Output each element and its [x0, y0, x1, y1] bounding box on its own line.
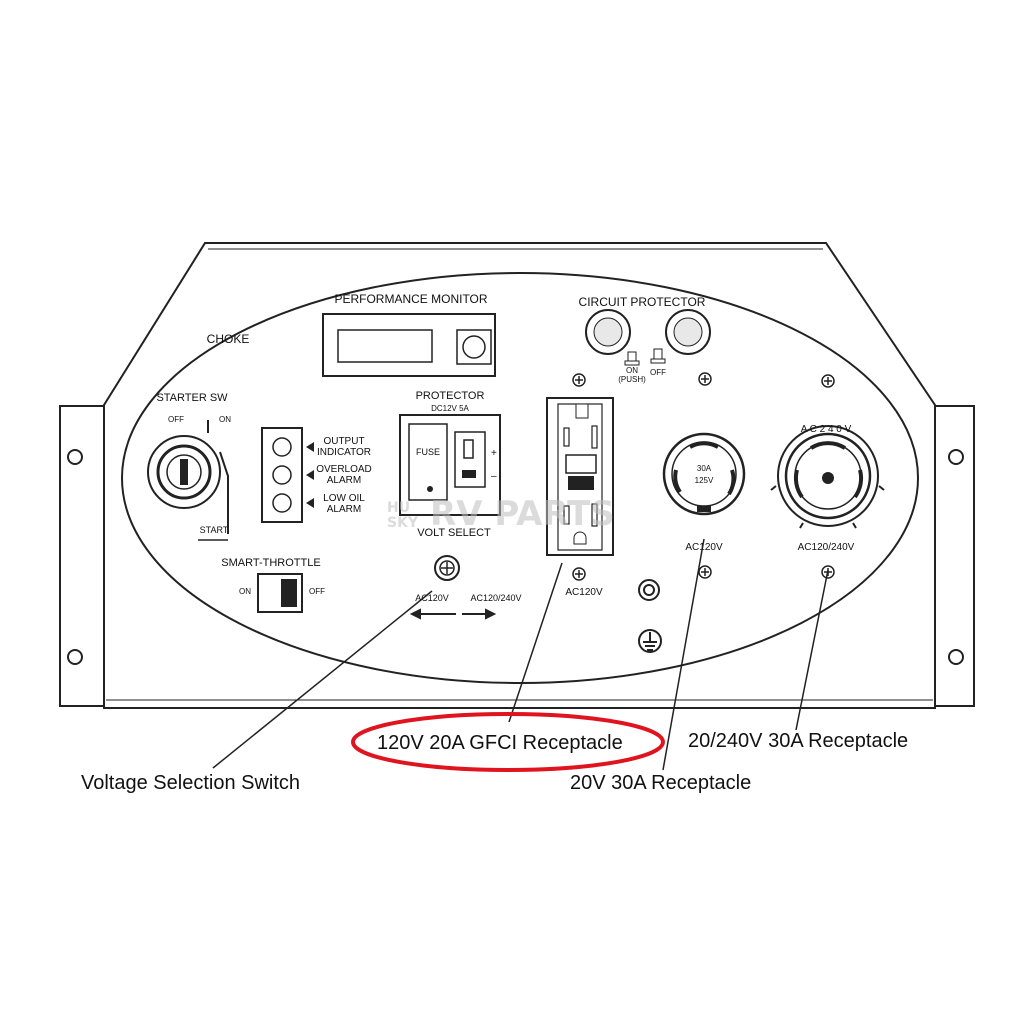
- starter-start-label: START: [200, 525, 229, 535]
- volt-select-ac120-label: AC120V: [415, 593, 449, 603]
- breaker-on-label: ON: [626, 366, 638, 375]
- svg-text:–: –: [491, 471, 497, 482]
- watermark-sky: SKY: [387, 515, 419, 531]
- breaker-on-icon: [624, 351, 640, 366]
- volt-select-label: VOLT SELECT: [417, 527, 491, 539]
- screw-icons: [572, 372, 835, 581]
- output-indicator-label-2: INDICATOR: [317, 447, 371, 458]
- starter-switch-label: STARTER SW: [156, 392, 228, 404]
- volt-select-arrows: [409, 608, 497, 620]
- callout-leader-lines: [212, 538, 829, 771]
- twistlock-ac120-240-label: AC120/240V: [798, 542, 855, 553]
- watermark-rv-parts: RV PARTS: [430, 494, 615, 534]
- starter-on-label: ON: [219, 415, 231, 424]
- gfci-highlight-oval: [351, 712, 665, 772]
- panel-oval-face: [121, 272, 919, 684]
- breaker-off-icon: [650, 348, 666, 364]
- smart-throttle-label: SMART-THROTTLE: [221, 557, 320, 569]
- svg-text:+: +: [491, 448, 497, 459]
- overload-alarm-label-1: OVERLOAD: [316, 464, 372, 475]
- overload-alarm-light: [272, 465, 314, 485]
- starter-off-label: OFF: [168, 415, 184, 424]
- voltage-selection-switch-callout: Voltage Selection Switch: [81, 772, 300, 794]
- smart-throttle-switch[interactable]: [257, 573, 303, 613]
- twistlock-120-240v-30a-receptacle[interactable]: [770, 425, 885, 529]
- low-oil-alarm-light: [272, 493, 314, 513]
- ac240v-ring-label: A C 2 4 0 V: [801, 424, 852, 435]
- watermark-hu: HU: [387, 500, 410, 516]
- output-indicator-light: [272, 437, 314, 457]
- low-oil-alarm-label-1: LOW OIL: [323, 493, 365, 504]
- ground-icon: [638, 629, 662, 653]
- circuit-protector-label: CIRCUIT PROTECTOR: [579, 295, 706, 309]
- protector-label: PROTECTOR: [416, 390, 485, 402]
- fuse-label: FUSE: [416, 447, 440, 457]
- receptacle-120v-30a-callout: 20V 30A Receptacle: [570, 772, 751, 794]
- left-mounting-bracket: [59, 405, 107, 707]
- voltage-selector-switch[interactable]: [434, 555, 460, 581]
- protector-spec-label: DC12V 5A: [431, 404, 469, 413]
- breaker-push-label: (PUSH): [618, 375, 646, 384]
- performance-monitor-display: [337, 329, 433, 363]
- circuit-breaker-button-2[interactable]: [665, 309, 711, 355]
- twistlock-125v-label: 125V: [695, 476, 714, 485]
- choke-label: CHOKE: [207, 332, 250, 346]
- gfci-receptacle[interactable]: [546, 397, 614, 556]
- output-indicator-label-1: OUTPUT: [323, 436, 364, 447]
- low-oil-alarm-label-2: ALARM: [327, 504, 361, 515]
- overload-alarm-label-2: ALARM: [327, 475, 361, 486]
- right-mounting-bracket: [929, 405, 975, 707]
- performance-monitor-label: PERFORMANCE MONITOR: [334, 292, 487, 306]
- volt-select-ac120-240-label: AC120/240V: [470, 593, 521, 603]
- gfci-receptacle-callout: 120V 20A GFCI Receptacle: [377, 732, 623, 754]
- twistlock-30a-label: 30A: [697, 464, 712, 473]
- twistlock-120v-30a-receptacle[interactable]: [662, 432, 746, 516]
- breaker-off-label: OFF: [650, 368, 666, 377]
- twistlock-ac120-label: AC120V: [685, 542, 723, 553]
- dc-outlet[interactable]: [454, 431, 486, 488]
- starter-key-switch[interactable]: [147, 435, 221, 509]
- receptacle-240v-30a-callout: 20/240V 30A Receptacle: [688, 730, 908, 752]
- throttle-off-label: OFF: [309, 587, 325, 596]
- ground-terminal: [638, 579, 660, 601]
- circuit-breaker-button-1[interactable]: [585, 309, 631, 355]
- throttle-on-label: ON: [239, 587, 251, 596]
- gfci-ac120-label: AC120V: [565, 587, 603, 598]
